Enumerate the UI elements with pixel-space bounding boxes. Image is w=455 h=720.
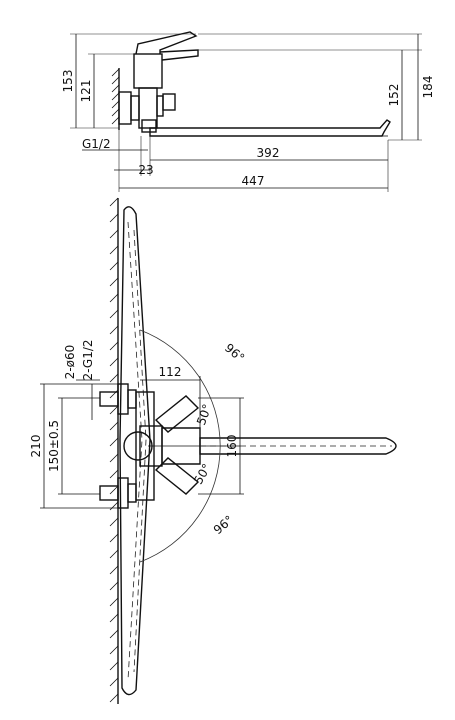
inlet-lower — [99, 477, 137, 509]
plan-view: 2-ø60 2-G1/2 112 210 150±0.5 160 50° 50°… — [29, 197, 397, 704]
dim-spout-height: 152 — [387, 84, 401, 107]
dim-projection: 112 — [159, 365, 182, 379]
dim-max-distance: 210 — [29, 435, 43, 458]
dim-center-distance: 150±0.5 — [47, 420, 61, 472]
wall-hatch-top — [111, 68, 120, 130]
dim-lever-angle-lower: 50° — [191, 461, 214, 486]
wall-hatch-bottom — [109, 197, 119, 704]
dim-wall-offset: 23 — [138, 163, 153, 177]
faucet-body-side — [118, 31, 199, 133]
dim-body-height: 121 — [79, 80, 93, 103]
dim-escutcheon-diameter: 2-ø60 — [63, 345, 77, 380]
side-elevation-view: 153 121 152 184 G1/2 392 23 447 — [61, 31, 435, 192]
dim-swivel-angle-upper: 96° — [222, 341, 247, 365]
spout-plan — [199, 437, 397, 455]
dim-overall-height: 153 — [61, 70, 75, 93]
swivel-arc — [139, 329, 221, 563]
spout-side — [149, 119, 391, 137]
dim-inlet-thread: 2-G1/2 — [81, 339, 95, 380]
dim-swivel-angle-lower: 96° — [211, 513, 236, 537]
dim-spout-length: 392 — [257, 146, 280, 160]
inlet-upper — [99, 383, 137, 415]
dim-overall-length: 447 — [242, 174, 265, 188]
dim-thread: G1/2 — [82, 137, 111, 151]
dim-body-height: 160 — [225, 435, 239, 458]
dim-lever-angle-upper: 50° — [194, 402, 214, 427]
spout-swing-outline — [119, 206, 151, 696]
dim-total-height: 184 — [421, 76, 435, 99]
